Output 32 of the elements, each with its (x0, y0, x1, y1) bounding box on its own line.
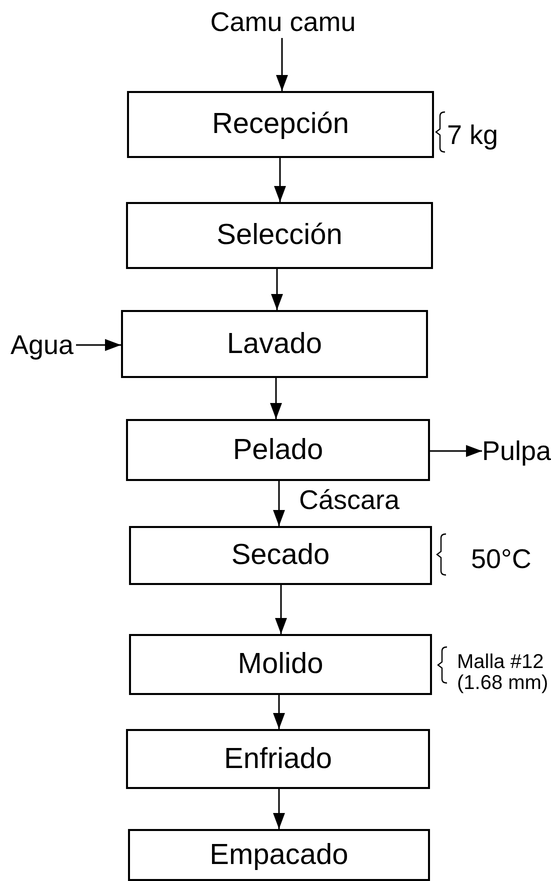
arrow (273, 481, 285, 526)
step-label: Lavado (226, 330, 322, 358)
arrow (276, 38, 288, 91)
process-box (128, 829, 430, 881)
process-note: 50°C (471, 545, 532, 574)
flow-text: Camu camu (210, 8, 356, 36)
arrow (273, 789, 285, 829)
process-note: 7 kg (447, 121, 500, 150)
process-box (129, 634, 432, 695)
arrow (270, 378, 282, 419)
step-label: Enfriado (224, 744, 332, 774)
step-label: Recepción (212, 110, 350, 139)
process-box (126, 419, 430, 481)
step-label: Secado (231, 541, 330, 570)
step-label: Selección (216, 221, 342, 250)
step-label: Pelado (232, 436, 324, 464)
step-label: Empacado (210, 840, 348, 870)
flow-text: Pulpa (482, 438, 551, 464)
flow-text: Agua (10, 332, 74, 358)
arrow (76, 339, 121, 351)
arrow (273, 695, 285, 729)
arrow (275, 585, 287, 634)
process-box (129, 526, 432, 585)
process-box (126, 729, 430, 789)
process-box (121, 310, 428, 378)
arrow (274, 158, 286, 202)
process-note: Malla #12 (1.68 mm) (457, 652, 550, 694)
process-box (127, 91, 434, 158)
process-box (126, 202, 433, 269)
arrow (271, 269, 283, 310)
arrow (430, 445, 482, 457)
step-label: Molido (238, 650, 324, 679)
